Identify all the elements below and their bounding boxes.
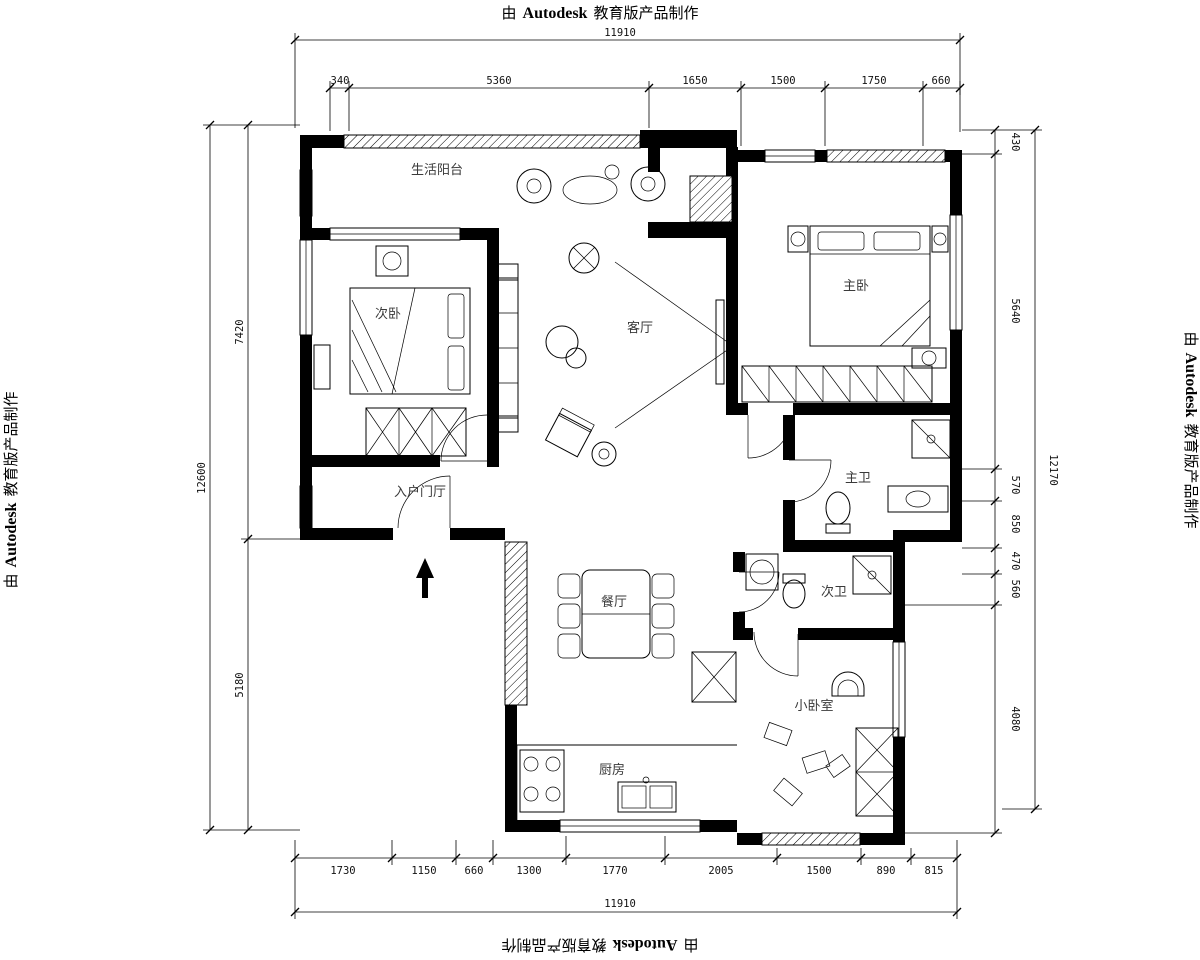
dim-bottom-seg-9: 815 — [925, 865, 944, 877]
dim-left-seg-1: 7420 — [234, 319, 246, 344]
room-label-secondary-bedroom: 次卧 — [375, 306, 401, 322]
entry-arrow — [416, 558, 434, 598]
dim-bottom-seg-7: 1500 — [806, 865, 831, 877]
balcony-furniture — [516, 164, 666, 205]
dim-bottom-seg-6: 2005 — [708, 865, 733, 877]
dining-furniture — [557, 569, 675, 659]
door-swings — [397, 414, 832, 677]
dim-left-overall: 12600 — [196, 462, 208, 494]
dim-top-seg-4: 1500 — [770, 75, 795, 87]
room-label-small-bedroom: 小卧室 — [794, 698, 833, 714]
room-label-entry: 入户门厅 — [394, 484, 446, 500]
dimensions-left: 12600 7420 5180 — [196, 120, 300, 835]
dim-top-overall: 11910 — [604, 27, 636, 39]
dimensions-bottom: 1730 1150 660 1300 1770 2005 1500 890 81… — [290, 836, 962, 919]
room-label-master-bedroom: 主卧 — [843, 279, 869, 294]
dimensions-top: 11910 340 5360 1650 1500 1750 660 — [290, 27, 965, 146]
dim-right-seg-3: 570 — [1009, 476, 1021, 495]
dim-right-seg-7: 4080 — [1009, 706, 1021, 731]
room-label-balcony: 生活阳台 — [411, 163, 463, 178]
dim-top-seg-3: 1650 — [682, 75, 707, 87]
dim-bottom-overall: 11910 — [604, 898, 636, 910]
dim-bottom-seg-8: 890 — [877, 865, 896, 877]
room-label-living-room: 客厅 — [627, 320, 653, 336]
room-label-master-bath: 主卫 — [845, 471, 871, 486]
master-bath-fixtures — [825, 419, 951, 534]
dim-bottom-seg-4: 1300 — [516, 865, 541, 877]
column-boxes — [299, 169, 313, 529]
dimensions-right: 430 5640 570 850 470 560 4080 12170 — [905, 125, 1059, 838]
room-label-kitchen: 厨房 — [599, 762, 625, 778]
watermark-right: 由Autodesk教育版产品制作 — [1182, 332, 1199, 529]
hatched-walls — [343, 134, 946, 846]
dim-top-seg-6: 660 — [932, 75, 951, 87]
dim-right-seg-6: 560 — [1009, 580, 1021, 599]
master-bedroom-furniture — [741, 225, 949, 403]
secondary-bedroom-furniture — [313, 245, 471, 457]
dim-right-seg-4: 850 — [1009, 515, 1021, 534]
room-label-dining-room: 餐厅 — [601, 594, 627, 610]
dim-right-overall: 12170 — [1047, 454, 1059, 486]
dim-bottom-seg-3: 660 — [465, 865, 484, 877]
room-labels: 生活阳台 次卧 客厅 主卧 主卫 次卫 餐厅 厨房 小卧室 入户门厅 — [375, 163, 871, 778]
dim-top-seg-5: 1750 — [861, 75, 886, 87]
living-room-furniture — [487, 242, 734, 467]
dim-top-seg-2: 5360 — [486, 75, 511, 87]
walls — [300, 130, 962, 845]
dim-right-seg-2: 5640 — [1009, 298, 1021, 323]
dim-right-seg-5: 470 — [1009, 552, 1021, 571]
watermark-left: 由Autodesk教育版产品制作 — [3, 392, 20, 589]
watermark-bottom: 由Autodesk教育版产品制作 — [502, 936, 699, 953]
dim-top-seg-1: 340 — [331, 75, 350, 87]
dim-bottom-seg-5: 1770 — [602, 865, 627, 877]
small-bedroom-furniture — [763, 671, 899, 817]
room-label-second-bath: 次卫 — [821, 584, 847, 600]
dim-bottom-seg-1: 1730 — [330, 865, 355, 877]
dim-right-seg-1: 430 — [1009, 133, 1021, 152]
dim-left-seg-2: 5180 — [234, 672, 246, 697]
second-bath-fixtures — [745, 553, 892, 609]
windows — [299, 149, 963, 833]
kitchen-furniture — [516, 651, 737, 820]
dim-bottom-seg-2: 1150 — [411, 865, 436, 877]
